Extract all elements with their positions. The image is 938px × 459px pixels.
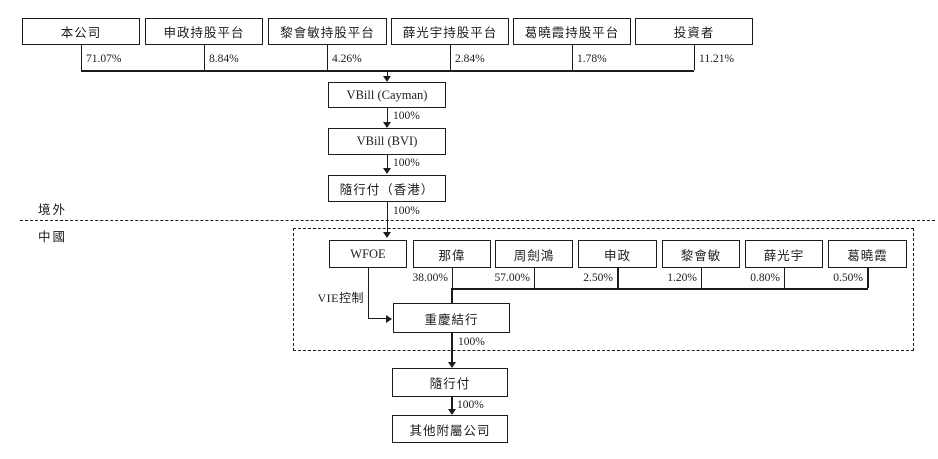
connector-shenzheng-drop: [203, 45, 205, 70]
node-label: 葛曉霞: [847, 248, 888, 263]
node-label: 黎會敏: [680, 248, 722, 263]
pct-xueguangyu: 2.84%: [455, 53, 485, 65]
node-vbill-bvi: VBill (BVI): [328, 128, 446, 155]
offshore-label: 境外: [38, 203, 68, 217]
connector-lihuimin-drop: [326, 45, 328, 70]
connector-bus-to-cayman: [386, 70, 388, 77]
node-zhoujianhong: 周劍鴻: [495, 240, 573, 268]
onshore-label: 中國: [38, 230, 68, 244]
connector-investors-drop: [693, 45, 695, 70]
node-label: 黎會敏持股平台: [280, 26, 375, 40]
pct-company: 71.07%: [86, 53, 122, 65]
node-wfoe: WFOE: [329, 240, 407, 268]
node-label: 本公司: [60, 26, 102, 40]
node-label: 隨行付（香港）: [339, 183, 435, 197]
node-label: WFOE: [350, 246, 386, 261]
pct-xueguangyu-2: 0.80%: [750, 272, 780, 284]
connector-suixingfu-subsidiaries: [451, 397, 453, 410]
vie-control-label: VIE控制: [317, 291, 364, 305]
pct-shenzheng: 8.84%: [209, 53, 239, 65]
connector-wfoe-elbow: [368, 317, 386, 319]
pct-gexiaoxia: 1.78%: [577, 53, 607, 65]
connector-cayman-bvi: [386, 108, 388, 123]
pct-cayman-bvi: 100%: [393, 110, 420, 122]
node-xueguangyu-holding-platform: 薛光宇持股平台: [391, 18, 509, 45]
node-shenzheng-holding-platform: 申政持股平台: [145, 18, 263, 45]
node-label: 申政: [603, 248, 631, 263]
pct-chongqing-suixingfu: 100%: [458, 336, 485, 348]
connector-chongqing-suixingfu: [451, 333, 453, 363]
pct-zhoujianhong: 57.00%: [494, 272, 530, 284]
connector-onshore-bus: [451, 288, 868, 290]
connector-lihuimin-drop2: [700, 268, 702, 288]
node-xueguangyu: 薛光宇: [745, 240, 823, 268]
node-label: 葛曉霞持股平台: [524, 26, 620, 40]
connector-bus-to-chongqing: [451, 288, 453, 303]
connector-bvi-hk: [386, 155, 388, 169]
node-lihuimin-holding-platform: 黎會敏持股平台: [268, 18, 387, 45]
arrow-down-icon: [383, 76, 391, 82]
node-label: 投資者: [673, 26, 715, 40]
connector-gexiaoxia-drop2: [867, 268, 869, 288]
node-lihuimin: 黎會敏: [662, 240, 740, 268]
pct-shenzheng-2: 2.50%: [583, 272, 613, 284]
connector-xueguangyu-drop: [449, 45, 451, 70]
offshore-onshore-divider: [20, 220, 935, 221]
connector-zhoujianhong-drop: [533, 268, 535, 288]
connector-wfoe-down: [367, 268, 369, 319]
arrow-down-icon: [383, 232, 391, 238]
node-label: 周劍鴻: [513, 248, 555, 263]
pct-nawei: 38.00%: [412, 272, 448, 284]
node-label: 隨行付: [429, 377, 471, 391]
node-label: 其他附屬公司: [409, 423, 491, 438]
vie-dashed-box: [293, 228, 914, 351]
node-label: 薛光宇持股平台: [402, 26, 498, 40]
pct-hk-wfoe: 100%: [393, 205, 420, 217]
pct-investors: 11.21%: [699, 53, 735, 65]
node-shenzheng: 申政: [578, 240, 657, 268]
arrow-down-icon: [383, 122, 391, 128]
node-chongqing-jiehang: 重慶結行: [393, 303, 510, 333]
connector-xueguangyu-drop2: [783, 268, 785, 288]
connector-gexiaoxia-drop: [571, 45, 573, 70]
node-suixingfu-hk: 隨行付（香港）: [328, 175, 446, 202]
node-gexiaoxia-holding-platform: 葛曉霞持股平台: [513, 18, 631, 45]
node-label: 申政持股平台: [163, 26, 245, 40]
node-suixingfu: 隨行付: [392, 368, 508, 397]
pct-lihuimin: 4.26%: [332, 53, 362, 65]
pct-gexiaoxia-2: 0.50%: [833, 272, 863, 284]
connector-company-drop: [80, 45, 82, 70]
node-gexiaoxia: 葛曉霞: [828, 240, 907, 268]
node-the-company: 本公司: [22, 18, 140, 45]
node-label: VBill (Cayman): [346, 87, 428, 102]
node-vbill-cayman: VBill (Cayman): [328, 82, 446, 108]
connector-shenzheng-drop2: [617, 268, 619, 288]
node-nawei: 那偉: [413, 240, 491, 268]
node-other-subsidiaries: 其他附屬公司: [392, 415, 508, 443]
node-label: 薛光宇: [763, 248, 805, 263]
node-label: 重慶結行: [424, 312, 479, 327]
connector-hk-wfoe: [386, 202, 388, 233]
node-investors: 投資者: [635, 18, 753, 45]
pct-bvi-hk: 100%: [393, 157, 420, 169]
arrow-down-icon: [447, 362, 456, 368]
pct-suixingfu-subsidiaries: 100%: [457, 399, 484, 411]
arrow-right-icon: [386, 315, 392, 323]
node-label: 那偉: [438, 248, 466, 263]
arrow-down-icon: [447, 409, 456, 415]
arrow-down-icon: [383, 168, 391, 174]
pct-lihuimin-2: 1.20%: [667, 272, 697, 284]
connector-nawei-drop: [451, 268, 453, 288]
node-label: VBill (BVI): [356, 134, 418, 148]
